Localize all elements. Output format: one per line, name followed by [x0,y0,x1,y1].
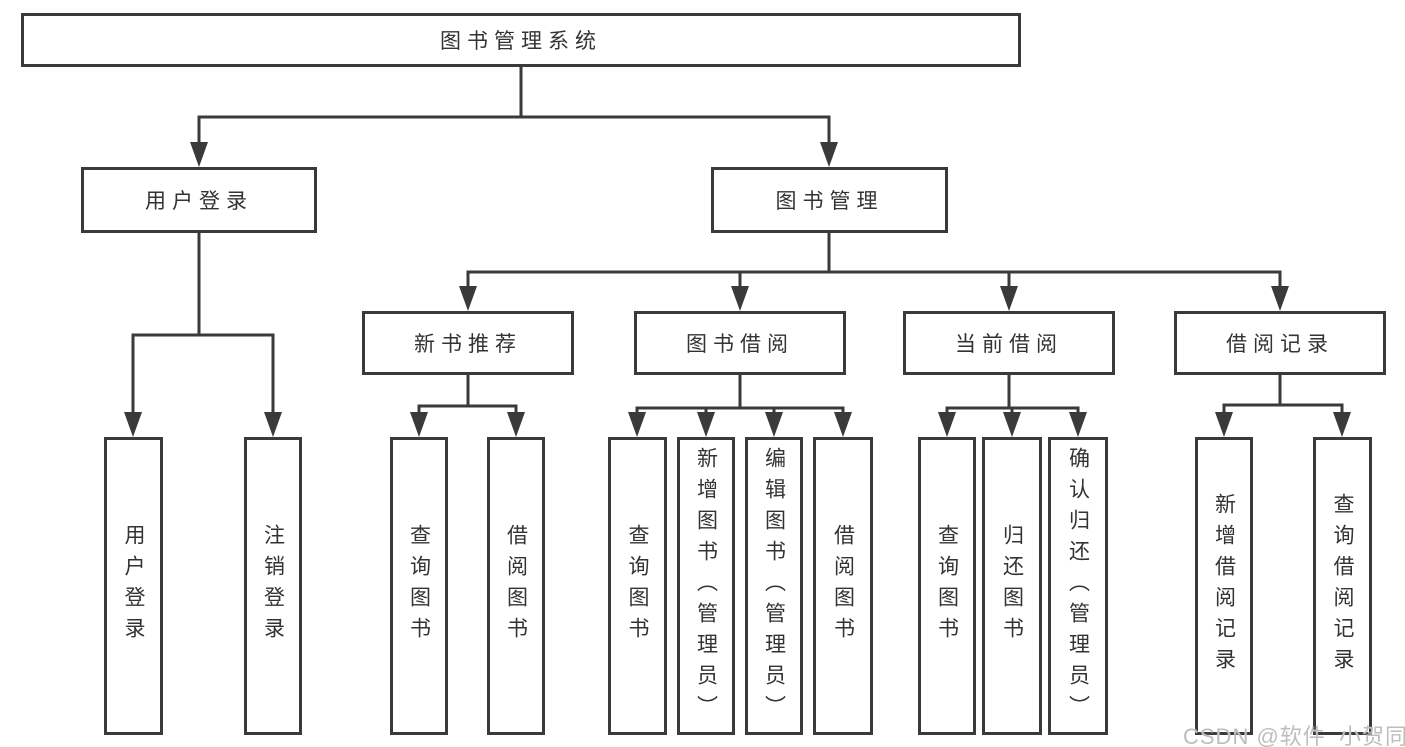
node-label: 注销登录 [261,524,285,648]
node-label: 归还图书 [1000,524,1024,648]
leaf-return-books: 归还图书 [982,437,1042,735]
node-label: 用户登录 [145,190,253,213]
node-label: 确认归还（管理员） [1066,446,1090,726]
node-book-management: 图书管理 [711,167,948,233]
node-label: 图书管理系统 [440,30,602,53]
leaf-add-borrow-record: 新增借阅记录 [1195,437,1253,735]
node-new-book-recommend: 新书推荐 [362,311,574,375]
leaf-query-books-3: 查询图书 [918,437,976,735]
node-book-management-system: 图书管理系统 [21,13,1021,67]
node-label: 新书推荐 [414,333,522,356]
node-borrowing-records: 借阅记录 [1174,311,1386,375]
node-current-borrowing: 当前借阅 [903,311,1115,375]
leaf-borrow-books-2: 借阅图书 [813,437,873,735]
node-label: 当前借阅 [955,333,1063,356]
node-label: 借阅记录 [1226,333,1334,356]
leaf-logout: 注销登录 [244,437,302,735]
leaf-borrow-books-1: 借阅图书 [487,437,545,735]
leaf-add-books-admin: 新增图书（管理员） [677,437,735,735]
node-label: 新增借阅记录 [1212,493,1236,679]
leaf-edit-books-admin: 编辑图书（管理员） [745,437,803,735]
leaf-query-books-1: 查询图书 [390,437,448,735]
leaf-confirm-return-admin: 确认归还（管理员） [1048,437,1108,735]
leaf-query-books-2: 查询图书 [608,437,667,735]
node-label: 新增图书（管理员） [694,446,718,726]
node-label: 图书管理 [775,190,884,213]
node-label: 查询图书 [935,524,959,648]
csdn-watermark: CSDN @软件_小贺同学 [1183,724,1405,747]
node-label: 查询借阅记录 [1331,493,1354,679]
node-book-borrowing: 图书借阅 [634,311,846,375]
arrowheads [124,142,1351,437]
node-label: 编辑图书（管理员） [762,446,786,726]
node-label: 图书借阅 [686,333,794,356]
node-label: 借阅图书 [504,524,528,648]
leaf-user-login: 用户登录 [104,437,163,735]
node-user-login: 用户登录 [81,167,317,233]
node-label: 查询图书 [626,524,649,648]
node-label: 用户登录 [122,524,145,648]
node-label: 查询图书 [407,524,431,648]
leaf-query-borrow-record: 查询借阅记录 [1313,437,1372,735]
node-label: 借阅图书 [831,524,855,648]
